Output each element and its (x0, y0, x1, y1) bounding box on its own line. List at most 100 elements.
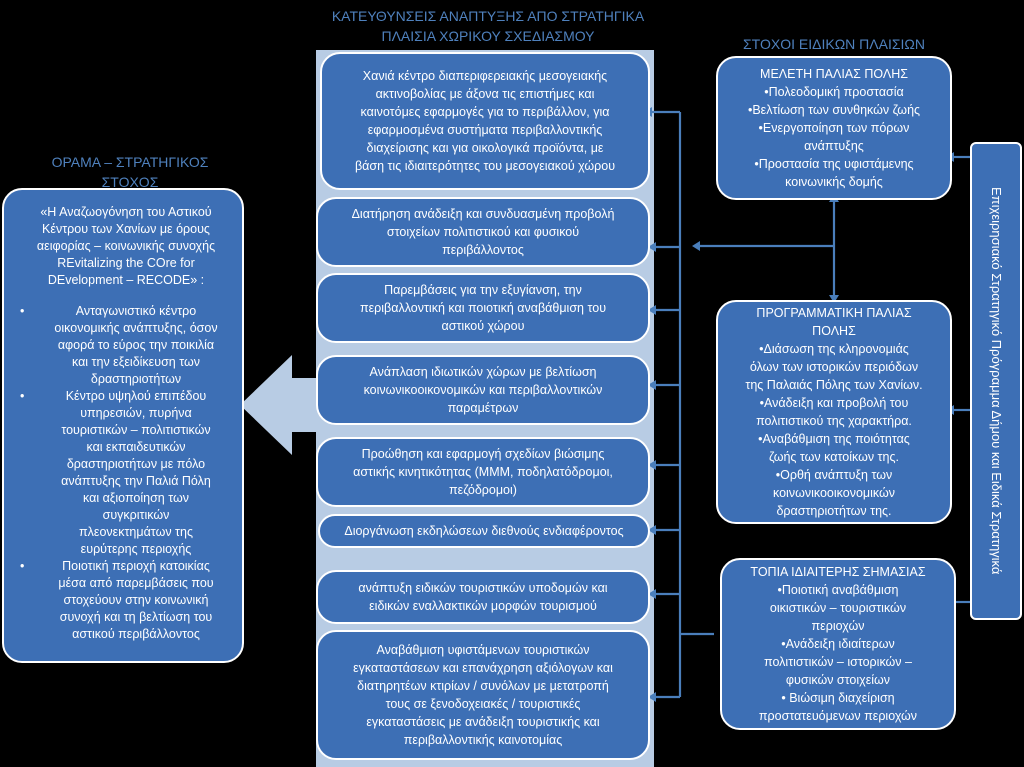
goal-line: πολιτιστικού της χαρακτήρα. (756, 414, 912, 428)
vision-bullet-line: υπηρεσιών, πυρήνα (80, 406, 192, 420)
direction-line: Προώθηση και εφαρμογή σχεδίων βιώσιμης (361, 447, 605, 461)
goal-line: •Αναβάθμιση της ποιότητας (758, 432, 910, 446)
direction-line: εγκαταστάσεις με ανάδειξη τουριστικής κα… (366, 715, 600, 729)
goal-line: •Ενεργοποίηση των πόρων (758, 121, 910, 135)
arrowhead (829, 295, 839, 303)
vision-title-line: αειφορίας – κοινωνικής συνοχής (36, 239, 216, 253)
goal-line: •Βελτίωση των συνθηκών ζωής (747, 103, 921, 117)
goal-title: ΠΟΛΗΣ (812, 324, 856, 338)
goal-line: •Ανάδειξη και προβολή του (759, 396, 909, 410)
direction-line: Ανάπλαση ιδιωτικών χώρων με βελτίωση (369, 365, 597, 379)
direction-line: πεζόδρομοι) (449, 483, 517, 497)
direction-line: Διατήρηση ανάδειξη και συνδυασμένη προβο… (351, 207, 615, 221)
goal-line: •Προστασία της υφιστάμενης (754, 157, 914, 171)
vision-bullet-line: συνοχή και τη βελτίωση του (59, 610, 213, 624)
vision-bullet-line: δραστηριοτήτων (90, 372, 182, 386)
goal-title: ΜΕΛΕΤΗ ΠΑΛΙΑΣ ΠΟΛΗΣ (760, 67, 908, 81)
vision-bullet-line: συγκριτικών (102, 508, 170, 522)
center-header-line: ΠΛΑΙΣΙΑ ΧΩΡΙΚΟΥ ΣΧΕΔΙΑΣΜΟΥ (381, 28, 595, 44)
goal-box-landscapes: ΤΟΠΙΑ ΙΔΙΑΙΤΕΡΗΣ ΣΗΜΑΣΙΑΣ •Ποιοτική αναβ… (720, 558, 956, 730)
direction-line: Διοργάνωση εκδηλώσεων διεθνούς ενδιαφέρο… (344, 524, 624, 538)
direction-line: περιβαλλοντικής καινοτομίας (403, 733, 563, 747)
direction-line: Αναβάθμιση υφιστάμενων τουριστικών (376, 643, 590, 657)
big-left-arrow (240, 355, 322, 455)
direction-box: Προώθηση και εφαρμογή σχεδίων βιώσιμης α… (316, 437, 650, 507)
direction-line: εφαρμοσμένα συστήματα περιβαλλοντικής (367, 123, 603, 137)
vision-title-line: Κέντρου των Χανίων με όρους (42, 222, 210, 236)
left-header: ΟΡΑΜΑ – ΣΤΡΑΤΗΓΙΚΟΣ ΣΤΟΧΟΣ (10, 152, 250, 192)
direction-line: βάση τις ιδιαιτερότητες του μεσογειακού … (354, 159, 616, 173)
direction-line: διατηρητέων κτιρίων / συνόλων με μετατρο… (357, 679, 609, 693)
goal-line: •Πολεοδομική προστασία (764, 85, 904, 99)
vision-bullet-line: Κέντρο υψηλού επιπέδου (65, 389, 207, 403)
goal-line: κοινωνικής δομής (785, 175, 883, 189)
direction-box: Ανάπλαση ιδιωτικών χώρων με βελτίωση κοι… (316, 355, 650, 425)
direction-line: Παρεμβάσεις για την εξυγίανση, την (384, 283, 582, 297)
goal-line: κοινωνικοοικονομικών (773, 486, 895, 500)
vision-bullet-line: ανάπτυξης την Παλιά Πόλη (61, 474, 211, 488)
arrowhead (648, 460, 656, 470)
vision-bullet-line: στοχεύουν στην κοινωνική (63, 593, 209, 607)
vision-bullet-line: δραστηριοτήτων με πόλο (66, 457, 206, 471)
vision-bullet-line: πλεονεκτημάτων της (79, 525, 193, 539)
direction-box: Αναβάθμιση υφιστάμενων τουριστικών εγκατ… (316, 630, 650, 760)
direction-line: αστικής κινητικότητας (ΜΜΜ, ποδηλατόδρομ… (353, 465, 613, 479)
vision-bullet-line: και αξιοποίηση των (83, 491, 189, 505)
direction-line: Χανιά κέντρο διαπεριφερειακής μεσογειακή… (362, 69, 608, 83)
vision-bullet: Ανταγωνιστικό κέντρο οικονομικής ανάπτυξ… (20, 303, 232, 388)
direction-line: ανάπτυξη ειδικών τουριστικών υποδομών κα… (358, 581, 608, 595)
direction-box: Παρεμβάσεις για την εξυγίανση, την περιβ… (316, 273, 650, 343)
vision-bullet-line: και την εξειδίκευση των (71, 355, 200, 369)
vision-box: «Η Αναζωογόνηση του Αστικού Κέντρου των … (2, 188, 244, 663)
direction-line: περιβάλλοντος (442, 243, 524, 257)
arrowhead (648, 305, 656, 315)
direction-line: στοιχείων πολιτιστικού και φυσικού (386, 225, 580, 239)
vision-bullets: Ανταγωνιστικό κέντρο οικονομικής ανάπτυξ… (20, 303, 232, 643)
vision-bullet-line: και εκπαιδευτικών (86, 440, 186, 454)
goal-title: ΤΟΠΙΑ ΙΔΙΑΙΤΕΡΗΣ ΣΗΜΑΣΙΑΣ (750, 565, 926, 579)
goal-title: ΠΡΟΓΡΑΜΜΑΤΙΚΗ ΠΑΛΙΑΣ (756, 306, 912, 320)
vision-bullet-line: μέσα από παρεμβάσεις που (58, 576, 214, 590)
direction-box: ανάπτυξη ειδικών τουριστικών υποδομών κα… (316, 570, 650, 624)
goal-line: περιοχών (811, 619, 865, 633)
vision-bullet-line: Ποιοτική περιοχή κατοικίας (62, 559, 210, 573)
arrowhead (692, 241, 700, 251)
goal-line: ζωής των κατοίκων της. (769, 450, 899, 464)
direction-line: τους σε ξενοδοχειακές / τουριστικές (385, 697, 581, 711)
direction-box: Διοργάνωση εκδηλώσεων διεθνούς ενδιαφέρο… (318, 514, 650, 548)
vision-bullet-line: τουριστικών – πολιτιστικών (61, 423, 211, 437)
direction-line: ειδικών εναλλακτικών μορφών τουρισμού (369, 599, 597, 613)
direction-line: περιβαλλοντική και ποιοτική αναβάθμιση τ… (359, 301, 607, 315)
goal-line: πολιτιστικών – ιστορικών – (764, 655, 912, 669)
direction-line: εγκαταστάσεων και επανάχρηση αξιόλογων κ… (353, 661, 613, 675)
vision-bullet-line: ευρύτερης περιοχής (80, 542, 192, 556)
left-header-line: ΣΤΟΧΟΣ (101, 174, 159, 190)
goal-line: οικιστικών – τουριστικών (769, 601, 907, 615)
direction-line: κοινωνικοοικονομικών και περιβαλλοντικών (363, 383, 603, 397)
arrowhead (648, 242, 656, 252)
direction-box: Χανιά κέντρο διαπεριφερειακής μεσογειακή… (320, 52, 650, 190)
vision-bullet-line: οικονομικής ανάπτυξης, όσον (54, 321, 218, 335)
goal-line: •Ποιοτική αναβάθμιση (777, 583, 899, 597)
direction-line: ακτινοβολίας με άξονα τις επιστήμες και (375, 87, 595, 101)
vision-bullet-line: Ανταγωνιστικό κέντρο (75, 304, 197, 318)
goal-line: της Παλαιάς Πόλης των Χανίων. (745, 378, 923, 392)
vision-title-line: REvitalizing the COre for (57, 256, 195, 270)
direction-box: Διατήρηση ανάδειξη και συνδυασμένη προβο… (316, 197, 650, 267)
goal-line: •Ορθή ανάπτυξη των (775, 468, 893, 482)
vision-bullet-line: αστικού περιβάλλοντος (72, 627, 200, 641)
side-program-text: Επιχειρησιακό Στρατηγικό Πρόγραμμα Δήμου… (989, 187, 1004, 575)
goal-box-old-town-programme: ΠΡΟΓΡΑΜΜΑΤΙΚΗ ΠΑΛΙΑΣ ΠΟΛΗΣ •Διάσωση της … (716, 300, 952, 524)
goal-line: •Διάσωση της κληρονομιάς (759, 342, 909, 356)
goal-line: προστατευόμενων περιοχών (758, 709, 918, 723)
arrowhead (648, 589, 656, 599)
vision-title: «Η Αναζωογόνηση του Αστικού Κέντρου των … (20, 204, 232, 289)
vision-title-line: «Η Αναζωογόνηση του Αστικού (40, 205, 212, 219)
vision-bullet: Κέντρο υψηλού επιπέδου υπηρεσιών, πυρήνα… (20, 388, 232, 558)
center-header: ΚΑΤΕΥΘΥΝΣΕΙΣ ΑΝΑΠΤΥΞΗΣ ΑΠΟ ΣΤΡΑΤΗΓΙΚΑ ΠΛ… (316, 6, 660, 46)
arrowhead (648, 380, 656, 390)
vision-title-line: DEvelopment – RECODE» : (47, 273, 205, 287)
direction-line: καινοτόμες εφαρμογές για το περιβάλλον, … (360, 105, 610, 119)
direction-line: διαχείρισης και για οικολογικά προϊόντα,… (366, 141, 604, 155)
